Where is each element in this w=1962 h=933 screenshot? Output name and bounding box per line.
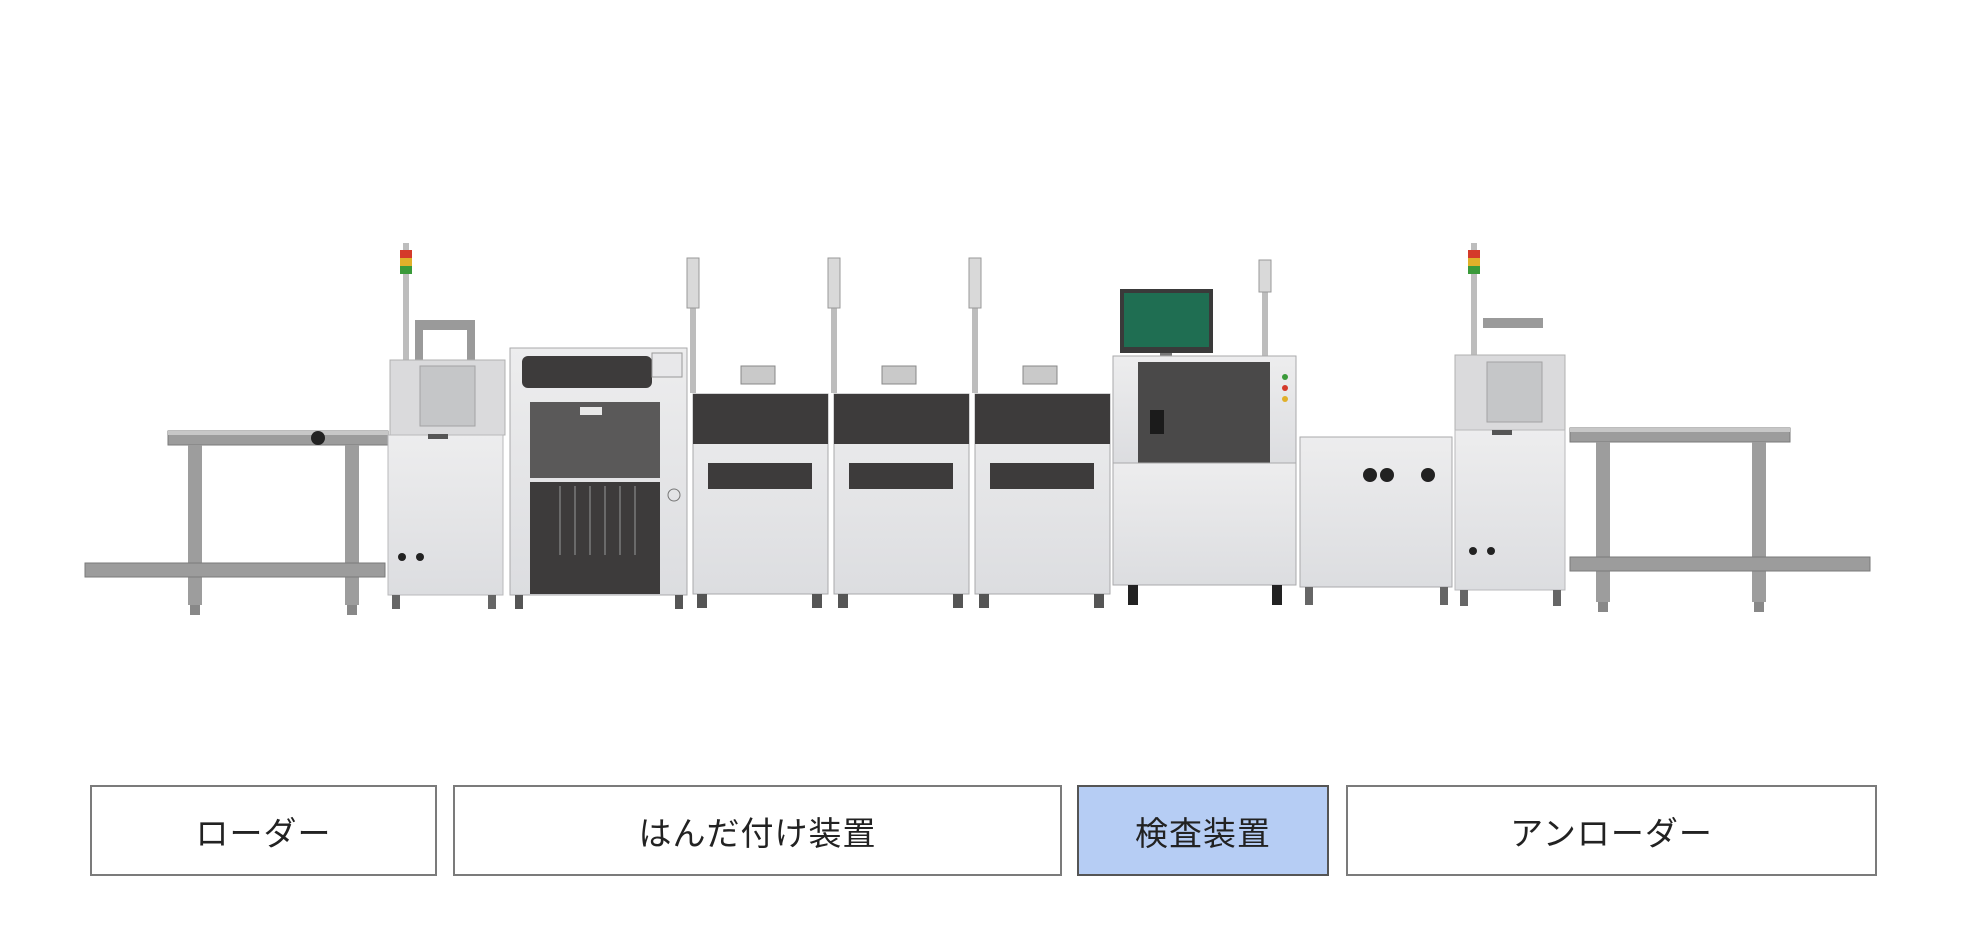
reflow-module-1 (686, 257, 829, 608)
section-button-unloader[interactable]: アンローダー (1346, 785, 1877, 876)
mounter-machine (509, 347, 688, 609)
section-button-loader[interactable]: ローダー (90, 785, 437, 876)
unloader-conveyor (1569, 427, 1871, 612)
loader-conveyor (84, 430, 389, 615)
section-button-inspection[interactable]: 検査装置 (1077, 785, 1329, 876)
section-button-soldering[interactable]: はんだ付け装置 (453, 785, 1062, 876)
reflow-module-3 (968, 257, 1111, 608)
loader-machine (387, 243, 506, 609)
unloader-machine (1454, 243, 1566, 606)
buffer-conveyor (1299, 436, 1453, 605)
reflow-module-2 (827, 257, 970, 608)
inspection-machine (1112, 259, 1297, 605)
